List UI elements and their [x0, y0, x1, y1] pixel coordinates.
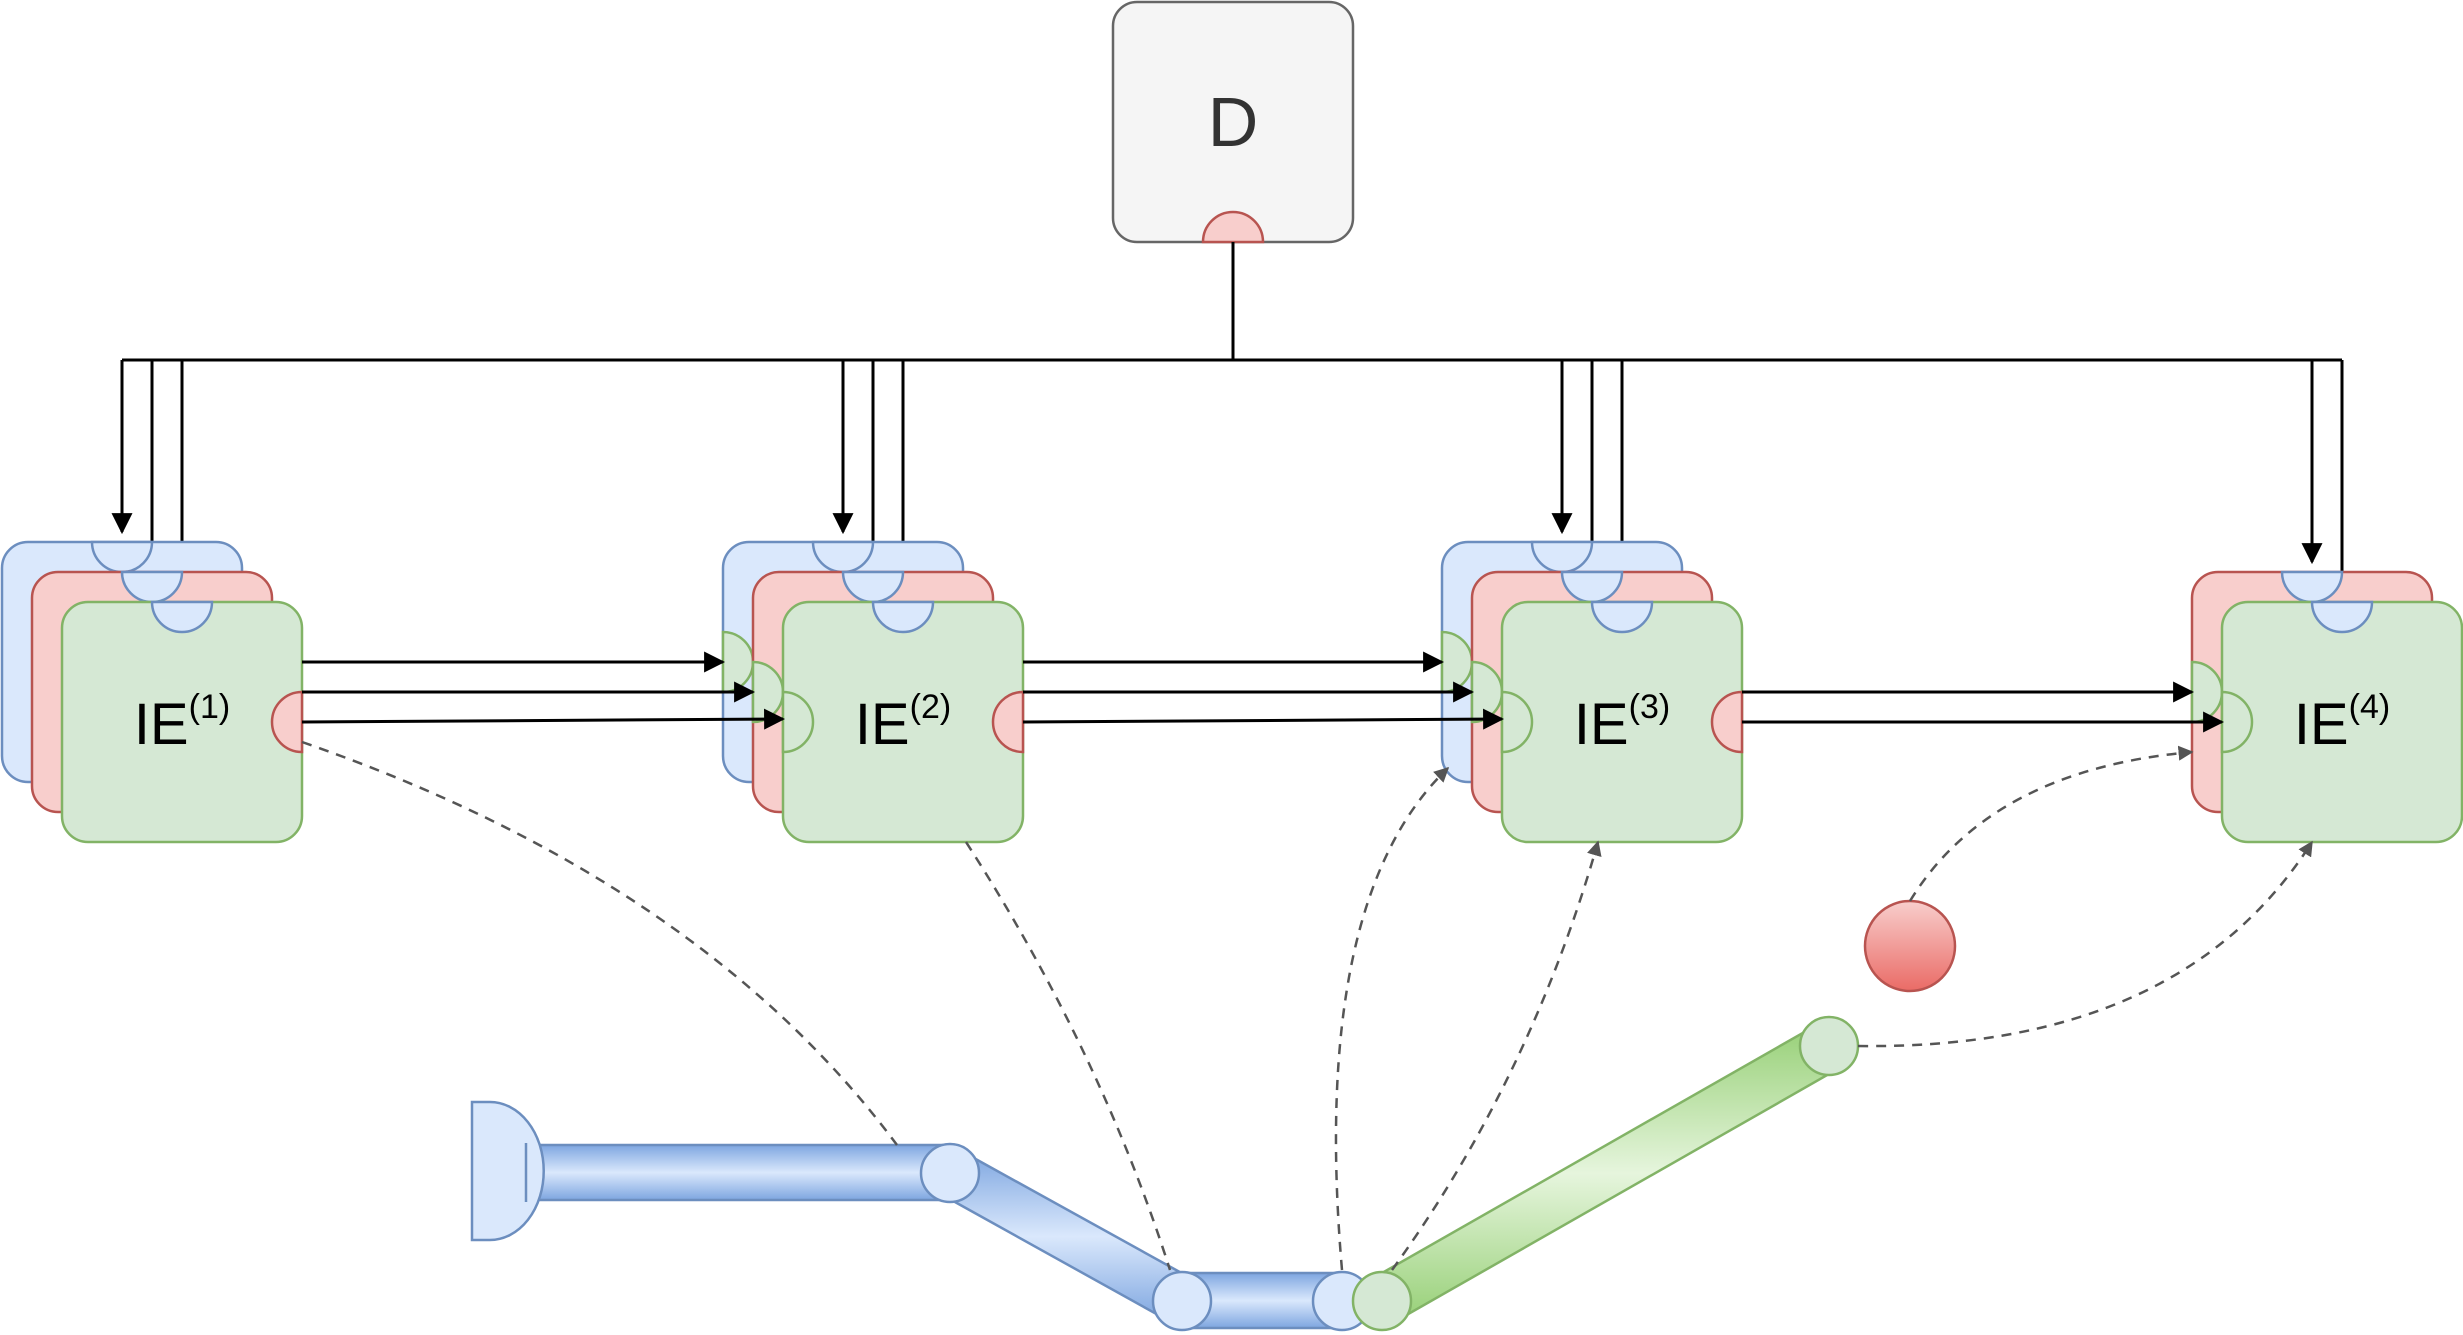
arm-link-1 — [528, 1143, 952, 1202]
svg-text:IE(3): IE(3) — [1574, 688, 1670, 757]
svg-text:IE(1): IE(1) — [134, 688, 230, 757]
arm-joint-1 — [919, 1142, 981, 1204]
broadcast-lines — [111, 242, 2353, 595]
arm-link-4 — [1366, 1024, 1845, 1323]
dashed-links — [301, 740, 2314, 1271]
ie-node-2-label: IE — [855, 692, 910, 757]
ie-node-3-label: IE — [1574, 692, 1629, 757]
end-effector-joint — [1798, 1015, 1860, 1077]
root-node-d: D — [1111, 0, 1355, 244]
target-ball — [1863, 899, 1957, 993]
ie-node-4-label: IE — [2294, 692, 2349, 757]
arm-base — [470, 1100, 546, 1242]
robot-arm — [470, 899, 1957, 1332]
arm-joint-4 — [1351, 1270, 1413, 1332]
ie-node-1-superscript: (1) — [189, 688, 231, 726]
arm-joint-2 — [1151, 1270, 1213, 1332]
ie-node-4: IE(4) — [2190, 570, 2463, 844]
ie-node-4-superscript: (4) — [2349, 688, 2391, 726]
ie-node-2-superscript: (2) — [910, 688, 952, 726]
root-output-port — [1201, 210, 1265, 244]
ie-node-2: IE(2) — [721, 540, 1025, 844]
svg-text:IE(2): IE(2) — [855, 688, 951, 757]
ie-node-3: IE(3) — [1440, 540, 1744, 844]
ie-node-1-label: IE — [134, 692, 189, 757]
svg-text:IE(4): IE(4) — [2294, 688, 2390, 757]
root-node-label: D — [1208, 83, 1259, 161]
chain-arrows — [301, 651, 2225, 733]
ie-node-3-superscript: (3) — [1629, 688, 1671, 726]
ie-node-1: IE(1) — [0, 540, 304, 844]
